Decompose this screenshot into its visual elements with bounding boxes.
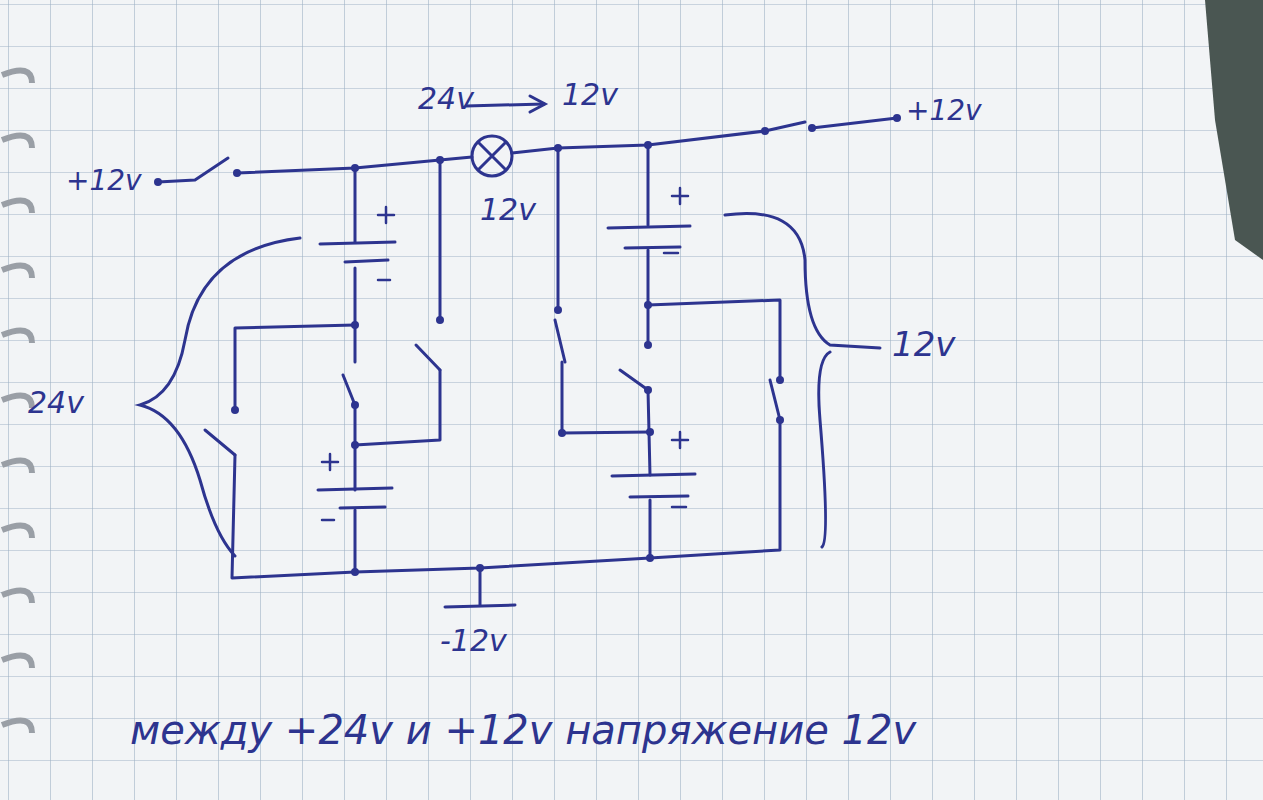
wires bbox=[158, 118, 897, 607]
spiral-binding bbox=[2, 71, 32, 734]
voltage-label: 12v bbox=[892, 326, 955, 363]
terminal-label: +12v bbox=[906, 96, 982, 127]
terminal-label: +12v bbox=[66, 166, 142, 197]
lamp-symbol bbox=[472, 136, 512, 176]
current-arrow bbox=[466, 96, 545, 112]
voltage-label: 12v bbox=[562, 78, 618, 111]
voltage-label: 12v bbox=[480, 193, 536, 226]
background-fabric bbox=[1205, 0, 1263, 260]
note-text: между +24v и +12v напряжение 12v bbox=[130, 708, 916, 752]
voltage-label: 24v bbox=[28, 386, 84, 419]
terminal-label: -12v bbox=[440, 624, 507, 657]
polarity-marks bbox=[322, 188, 688, 520]
brace bbox=[140, 213, 880, 556]
battery-symbols bbox=[318, 226, 695, 508]
voltage-label: 24v bbox=[418, 82, 474, 115]
junction-dots bbox=[154, 114, 901, 576]
